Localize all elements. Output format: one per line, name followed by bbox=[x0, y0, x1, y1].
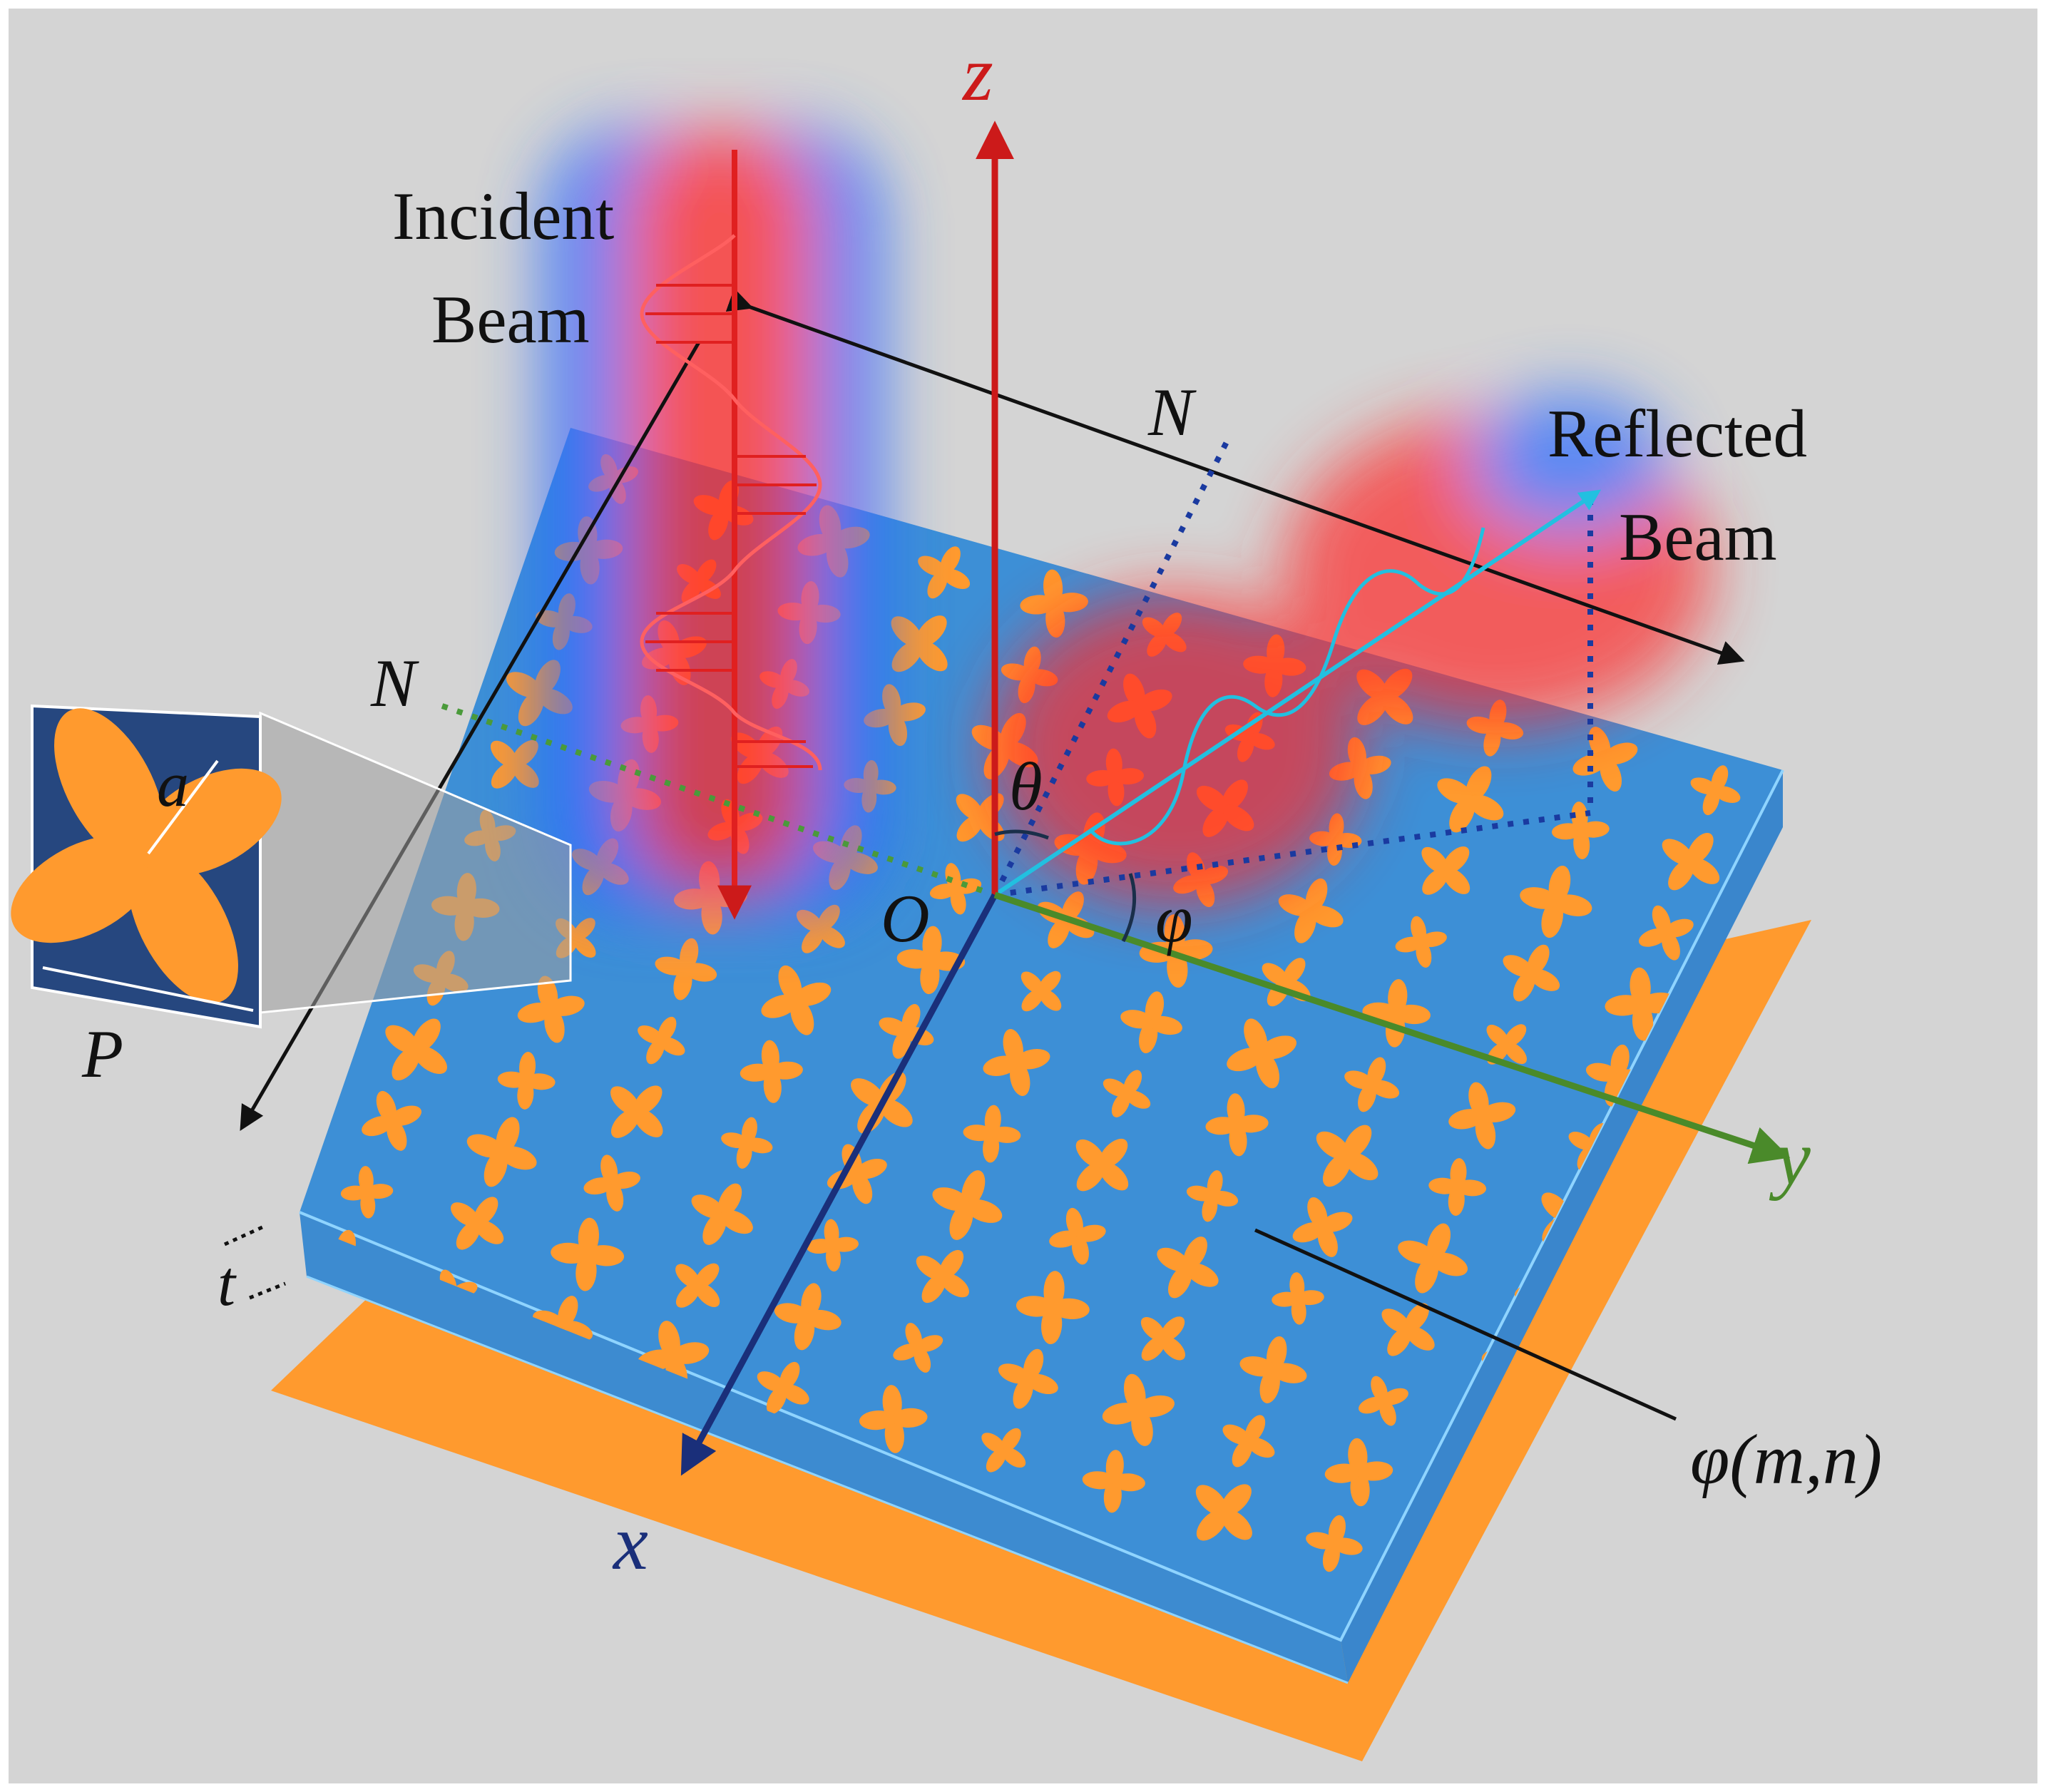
x-axis bbox=[680, 893, 998, 1476]
incident-beam-label-line2: Beam bbox=[431, 282, 590, 357]
phase-pointer bbox=[1254, 1228, 1677, 1421]
thickness-mark-top bbox=[223, 1224, 265, 1246]
n-extent-horizontal bbox=[725, 288, 1745, 665]
y-axis-label: y bbox=[1769, 1114, 1811, 1201]
thickness-mark-bottom bbox=[249, 1281, 286, 1300]
n-top-label: N bbox=[1147, 374, 1197, 450]
reflected-beam bbox=[993, 489, 1601, 897]
phi-label: φ bbox=[1155, 881, 1193, 956]
substrate-lower-edge bbox=[306, 1275, 1349, 1684]
z-axis-label: z bbox=[961, 30, 993, 117]
theta-label: θ bbox=[1009, 749, 1043, 824]
unit-cell-inset bbox=[11, 704, 572, 1029]
substrate-front-face bbox=[300, 1212, 1348, 1683]
green-dotted-line bbox=[441, 703, 996, 898]
blue-dotted-normal bbox=[992, 441, 1229, 896]
substrate-right-face bbox=[1341, 770, 1783, 1683]
unit-period-label: P bbox=[81, 1016, 123, 1092]
thickness-label: t bbox=[218, 1249, 237, 1319]
incident-beam-label-line1: Incident bbox=[392, 178, 614, 254]
reflected-beam-label-line1: Reflected bbox=[1548, 396, 1807, 471]
phi-arc bbox=[1121, 873, 1137, 943]
theta-arc bbox=[994, 829, 1049, 840]
n-left-label: N bbox=[370, 645, 419, 721]
blue-dotted-projection bbox=[994, 810, 1591, 898]
origin-label: O bbox=[881, 881, 930, 956]
phase-distribution-label: φ(m,n) bbox=[1690, 1420, 1882, 1499]
reflected-beam-label-line2: Beam bbox=[1619, 499, 1777, 575]
x-axis-label: x bbox=[612, 1499, 648, 1586]
incident-beam bbox=[640, 150, 822, 920]
unit-radius-label: a bbox=[157, 749, 189, 820]
